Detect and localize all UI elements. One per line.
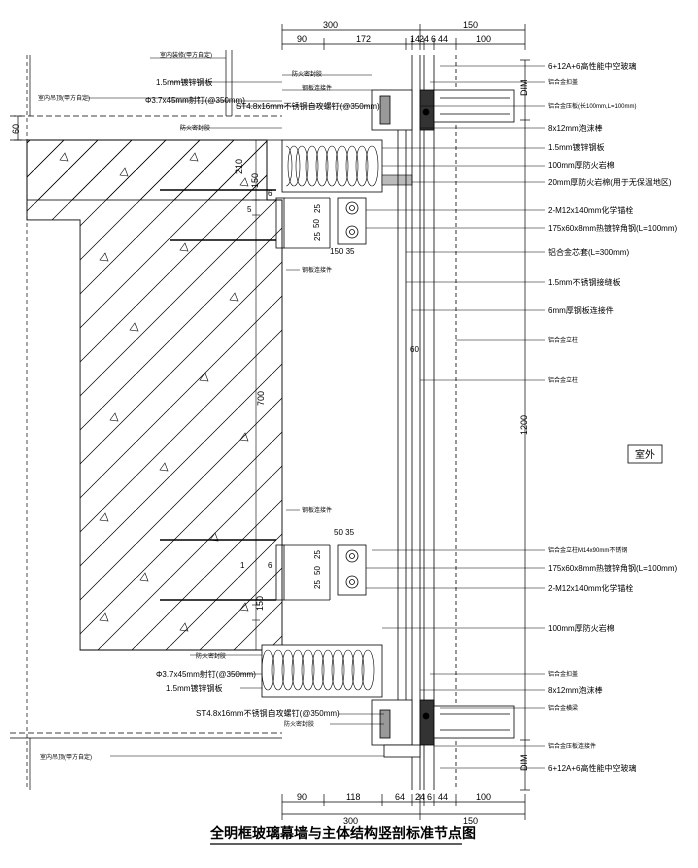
bottom-seg-24: 24 [415, 792, 425, 802]
label-fire-top: 防火密封胶 [180, 124, 210, 132]
top-seg-24: 24 [419, 34, 429, 44]
outdoor-box [627, 444, 663, 464]
dim-150-35: 150 35 [330, 247, 355, 256]
label-sealant-bottom: 8x12mm泡沫棒 [548, 685, 603, 695]
mullion [397, 55, 457, 790]
dim-60-mid: 60 [410, 345, 419, 354]
dim-5-top: 5 [247, 205, 252, 214]
label-wool-100b: 100mm厚防火岩棉 [548, 623, 615, 633]
label-alu-core: 铝合金芯套(L=300mm) [548, 247, 629, 257]
label-plate-1-5b: 1.5mm不锈钢接缝板 [548, 277, 620, 287]
label-bolt-14x90: 铝合金立柱M14x90mm不锈钢 [548, 546, 627, 554]
bottom-total-300: 300 [343, 816, 358, 826]
dim-150-bottom: 150 [255, 596, 265, 611]
top-total-300: 300 [323, 20, 338, 30]
dim-25a: 25 [313, 204, 322, 213]
interior-floor-lines [10, 50, 282, 790]
label-sealant-top: 8x12mm泡沫棒 [548, 123, 603, 133]
dim-700: 700 [256, 391, 266, 406]
top-seg-14: 14 [410, 34, 420, 44]
dim-25b: 25 [313, 232, 322, 241]
outdoor-label: 室外 [635, 448, 655, 461]
label-alu-trans-bottom: 铝合金横梁 [548, 704, 578, 712]
label-fire-bottom: 防火密封胶 [284, 720, 314, 728]
label-gap-20: 20mm厚防火岩棉(用于无保温地区) [548, 177, 672, 187]
bottom-seg-64: 64 [395, 792, 405, 802]
top-dimension-chain [281, 24, 526, 50]
rock-wool-top [281, 139, 413, 193]
label-alu-clip-bottom: 铝合金压板连接件 [548, 742, 596, 750]
label-angle-175: 175x60x8mm热镀锌角钢(L=100mm) [548, 223, 677, 233]
label-alu-frame: 铝合金立柱 [548, 376, 578, 384]
label-steel-6mm: 6mm厚钢板连接件 [548, 305, 614, 315]
drawing-title: 全明框玻璃幕墙与主体结构竖剖标准节点图 [209, 825, 476, 841]
transom-top [371, 89, 515, 131]
label-plate-1-5: 1.5mm镀锌钢板 [548, 142, 604, 152]
bottom-total-150: 150 [463, 816, 478, 826]
dim-50b: 50 [313, 566, 322, 575]
label-angle-175b: 175x60x8mm热镀锌角钢(L=100mm) [548, 563, 677, 573]
left-dim-60-lines [14, 115, 22, 141]
label-bolt-2m12b: 2-M12x140mm化学锚栓 [548, 583, 633, 593]
dim-210: 210 [234, 159, 244, 174]
dim-50a: 50 [312, 219, 321, 228]
concrete-slab [26, 139, 283, 651]
bottom-seg-44: 44 [438, 792, 448, 802]
dim-50-35: 50 35 [334, 528, 355, 537]
label-rivet-bottom: Φ3.7x45mm射钉(@350mm) [156, 669, 256, 679]
label-alu-cap-bottom: 铝合金扣盖 [548, 670, 578, 678]
bottom-seg-6: 6 [427, 792, 432, 802]
top-seg-100: 100 [476, 34, 491, 44]
label-glass-top: 6+12A+6高性能中空玻璃 [548, 61, 636, 71]
top-seg-6: 6 [431, 34, 436, 44]
bottom-seg-90: 90 [297, 792, 307, 802]
label-ceiling-top: 室内吊顶(甲方自定) [38, 94, 90, 102]
dim-25c: 25 [313, 550, 322, 559]
dim-1: 1 [240, 561, 245, 570]
label-steel-mid: 钢板连接件 [302, 266, 332, 274]
right-leaders [366, 65, 545, 769]
label-alu-clip-top: 铝合金压板(长100mm,L=100mm) [548, 102, 637, 110]
bottom-seg-100: 100 [476, 792, 491, 802]
label-st48-bottom: ST4.8x16mm不锈钢自攻螺钉(@350mm) [196, 708, 340, 718]
top-total-150: 150 [463, 20, 478, 30]
left-leaders [86, 57, 384, 757]
top-seg-172: 172 [356, 34, 371, 44]
label-1-5mm-top: 1.5mm镀锌钢板 [156, 77, 212, 87]
label-fire-seal-bottom: 防火密封胶 [196, 652, 226, 660]
top-seg-44: 44 [438, 34, 448, 44]
anchor-bracket-top [160, 189, 367, 249]
label-alu-mullion: 铝合金立柱 [548, 336, 578, 344]
label-finish-top: 室内装修(甲方自定) [160, 51, 212, 59]
label-1-5mm-bottom: 1.5mm镀锌钢板 [166, 683, 222, 693]
label-alu-cap-top: 铝合金扣盖 [548, 78, 578, 86]
label-steel-top: 钢板连接件 [302, 84, 332, 92]
transom-bottom [371, 699, 515, 758]
top-seg-90: 90 [297, 34, 307, 44]
dim-25d: 25 [313, 580, 322, 589]
dim-1200: 1200 [519, 415, 529, 435]
label-seal-top: 防火密封胶 [292, 70, 322, 78]
dim-6-bottom: 6 [268, 561, 273, 570]
anchor-bracket-bottom [160, 539, 367, 601]
dim-6-top: 6 [268, 189, 273, 198]
label-bolt-2m12: 2-M12x140mm化学锚栓 [548, 205, 633, 215]
label-st48-top: ST4.8x16mm不锈钢自攻螺钉(@350mm) [236, 101, 380, 111]
label-steel-mid2: 钢板连接件 [302, 506, 332, 514]
label-ceiling-bottom: 室内吊顶(甲方自定) [40, 753, 92, 761]
vertical-dims-left [252, 139, 260, 651]
label-glass-bottom: 6+12A+6高性能中空玻璃 [548, 763, 636, 773]
label-rivet-top: Φ3.7x45mm射钉(@350mm) [145, 95, 245, 105]
bottom-dimension-chain [281, 794, 526, 820]
bottom-seg-118: 118 [346, 792, 360, 802]
dim-top-dim: DIM [519, 80, 529, 97]
label-wool-100: 100mm厚防火岩棉 [548, 160, 615, 170]
rock-wool-bottom [261, 644, 383, 698]
dim-60-left: 60 [11, 124, 21, 134]
dim-150-top: 150 [250, 173, 260, 188]
dim-bottom-dim: DIM [519, 755, 529, 772]
right-vertical-dim [520, 59, 530, 791]
